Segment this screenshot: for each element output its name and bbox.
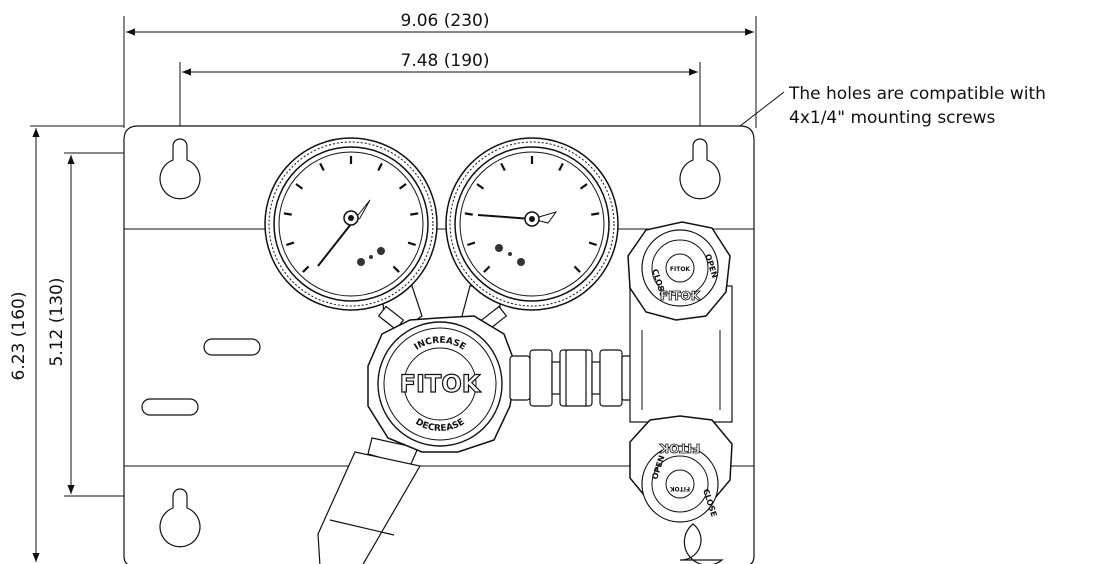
gauge-tick — [464, 212, 473, 216]
gauge-left-needle — [317, 223, 352, 267]
dim-label-overall-height: 6.23 (160) — [9, 292, 29, 381]
regulator-outlet-stem — [317, 437, 421, 564]
gauge-tick — [573, 265, 581, 273]
gauge-tick — [476, 183, 485, 190]
gauge-tick — [483, 265, 491, 273]
regulator-body: INCREASE DECREASE FITOK — [367, 315, 517, 453]
gauge-tick — [591, 212, 600, 216]
slot-upper — [203, 338, 261, 356]
gauge-tick — [407, 241, 417, 247]
mounting-note-line-2: 4x1/4" mounting screws — [789, 108, 996, 128]
gauge-tick — [500, 162, 506, 172]
keyhole-bottom-right — [679, 523, 724, 564]
valve-top-center-label: FITOK — [670, 266, 691, 273]
slot-lower — [141, 398, 199, 416]
mounting-note: The holes are compatible with 4x1/4" mou… — [789, 82, 1046, 130]
gauge-right-needle — [477, 214, 533, 220]
keyhole-top-left — [159, 138, 201, 200]
valve-bottom-brand-label: FITOK — [659, 441, 700, 455]
gauge-tick — [285, 241, 295, 247]
valve-knob-top[interactable]: FITOK CLOSE OPEN FITOK — [627, 221, 731, 321]
gauge-tick — [392, 265, 400, 273]
gauge-tick — [283, 212, 292, 216]
gauge-tick — [466, 241, 476, 247]
gauge-tick — [398, 183, 407, 190]
regulator-brand-label: FITOK — [400, 370, 482, 398]
gauge-tick — [295, 183, 304, 190]
pipe-fitting-assembly — [509, 349, 635, 407]
pressure-gauge-left — [264, 137, 438, 311]
gauge-tick — [558, 162, 564, 172]
valve-top-brand-label: FITOK — [660, 289, 701, 303]
gauge-tick — [588, 241, 598, 247]
dim-label-hole-width: 7.48 (190) — [401, 51, 490, 71]
valve-knob-bottom[interactable]: FITOK OPEN CLOSE FITOK — [629, 415, 733, 523]
dim-label-overall-width: 9.06 (230) — [401, 11, 490, 31]
gauge-tick — [410, 212, 419, 216]
dim-label-hole-height: 5.12 (130) — [47, 278, 67, 367]
pressure-gauge-right — [445, 137, 619, 311]
gauge-tick — [377, 162, 383, 172]
keyhole-top-right — [679, 138, 721, 200]
gauge-tick — [579, 183, 588, 190]
valve-bottom-center-label: FITOK — [670, 485, 691, 492]
gauge-tick — [319, 162, 325, 172]
mounting-note-line-1: The holes are compatible with — [789, 84, 1046, 104]
gauge-tick — [302, 265, 310, 273]
keyhole-bottom-left — [159, 488, 201, 548]
